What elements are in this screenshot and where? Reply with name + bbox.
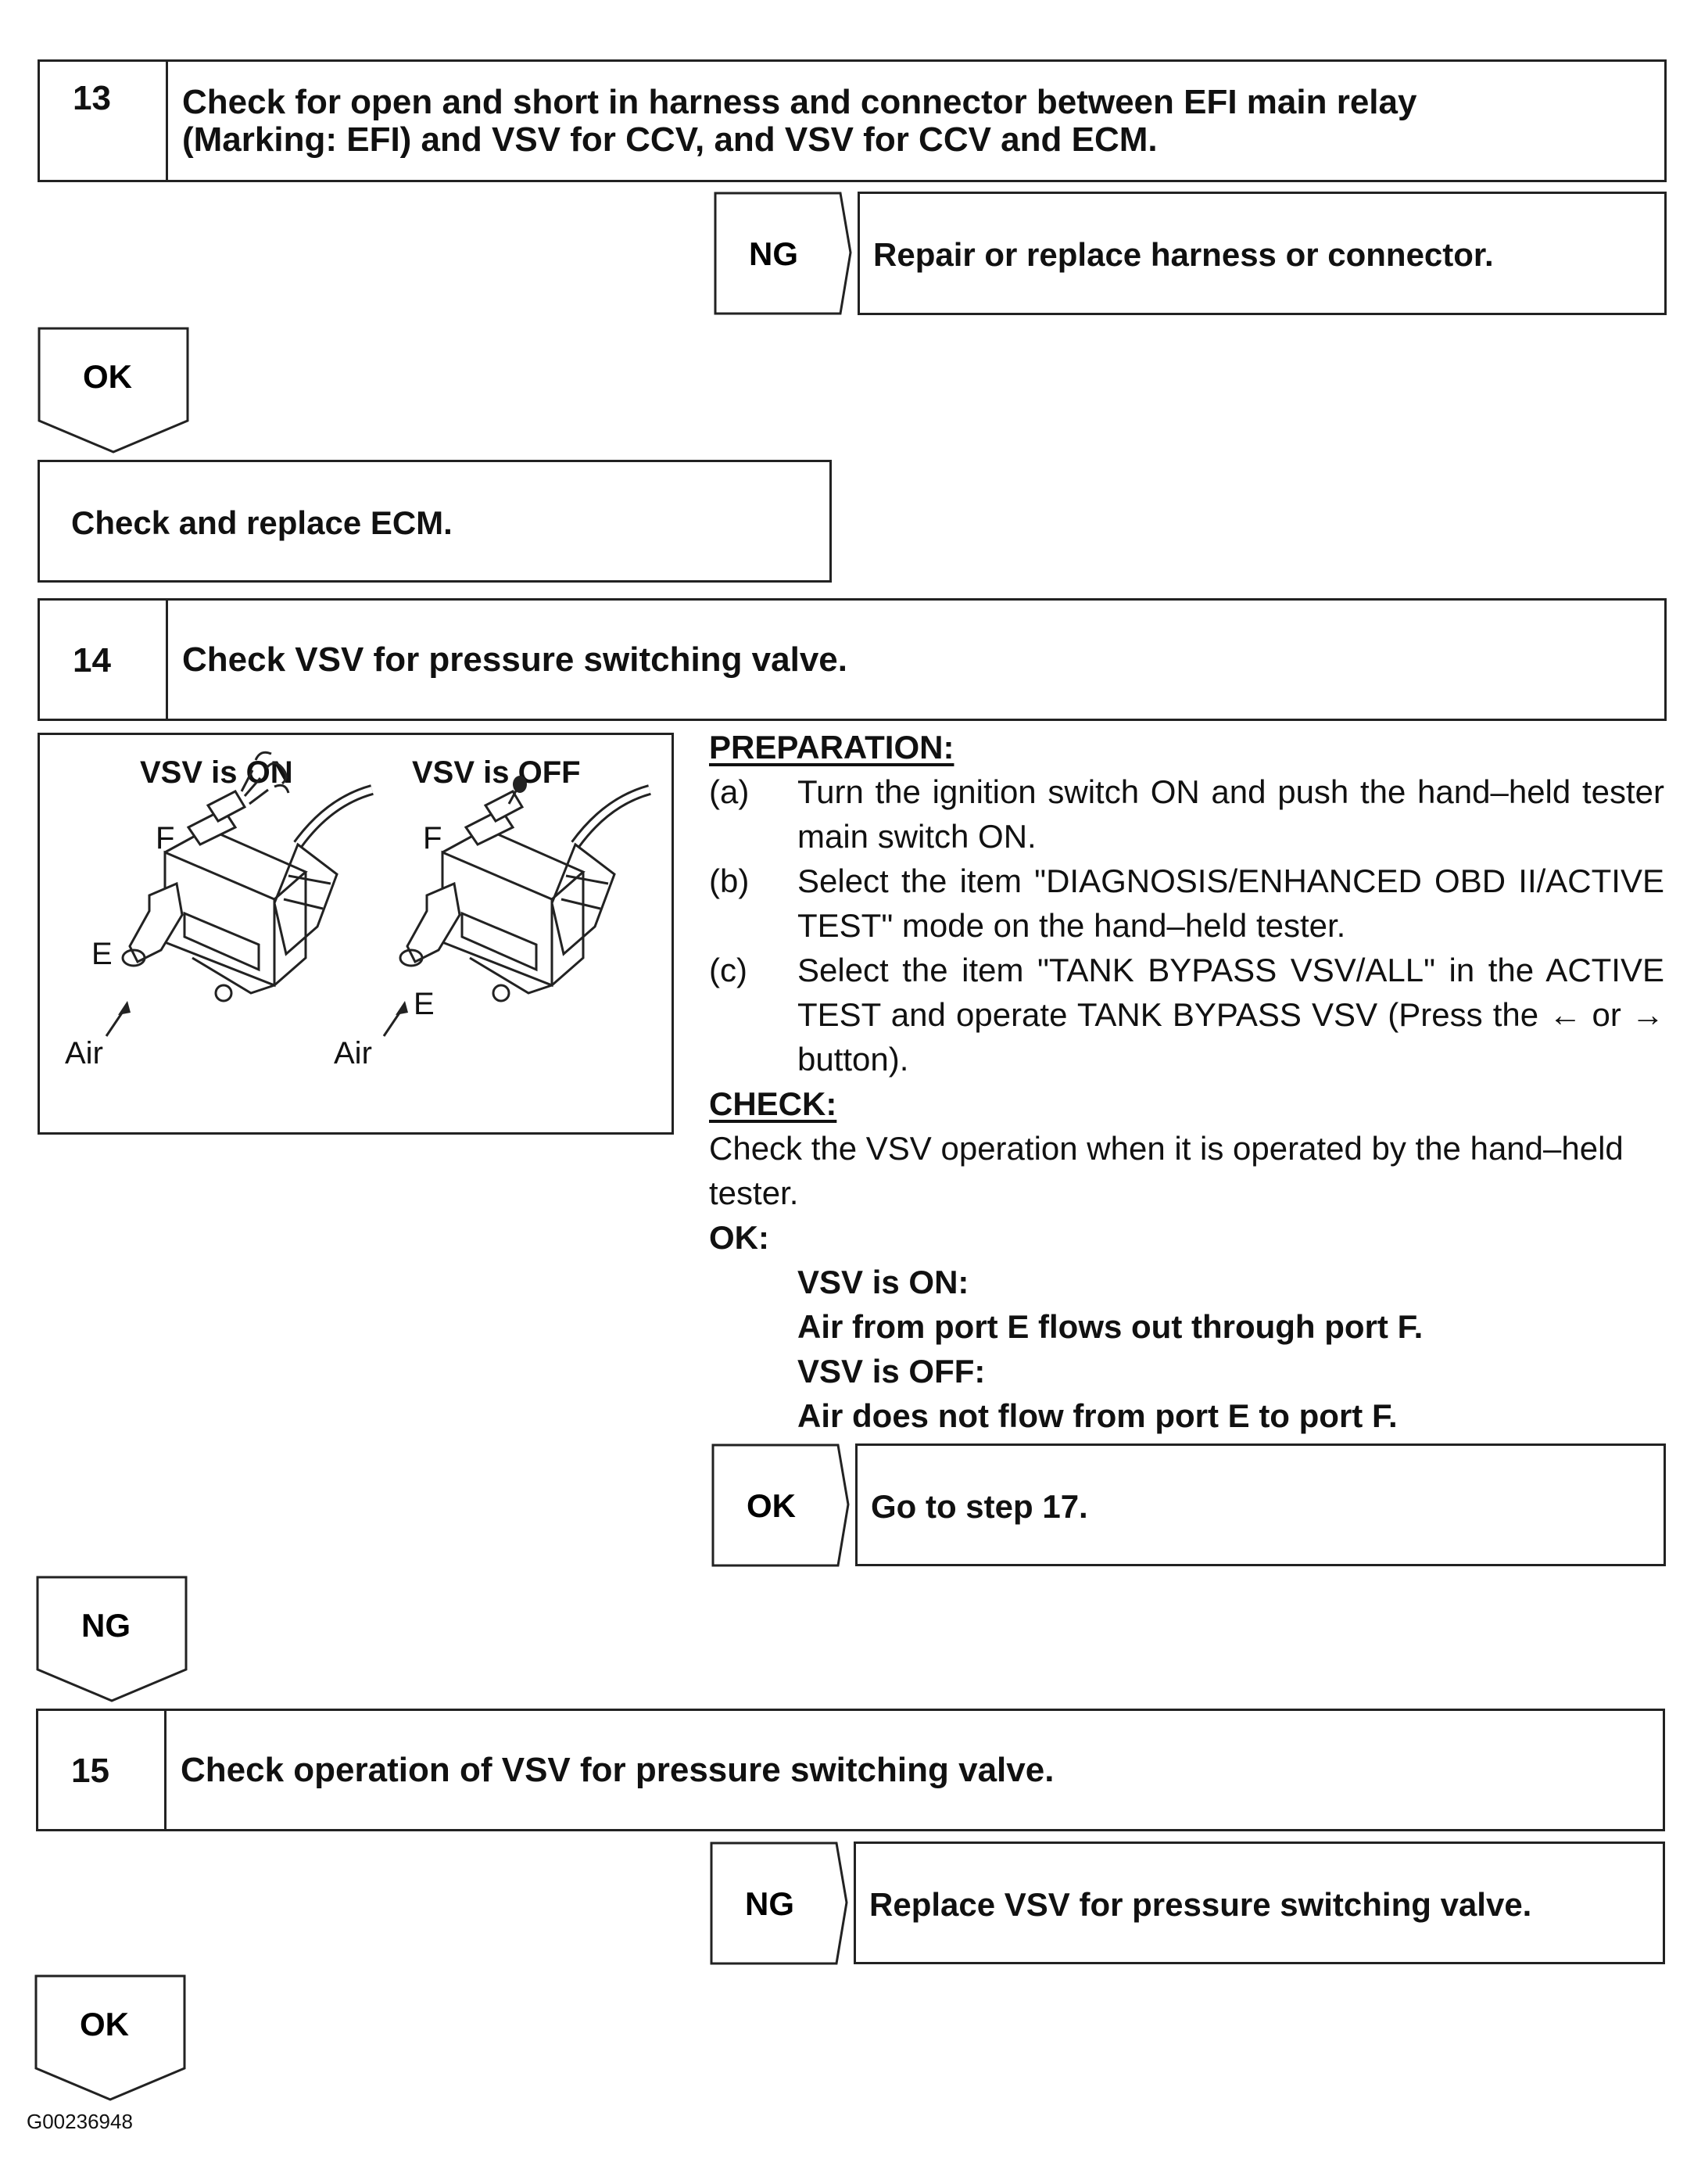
- ok-right-arrow: OK: [711, 1443, 850, 1567]
- air-label: Air: [65, 1036, 103, 1070]
- step-15-ng-result: Replace VSV for pressure switching valve…: [854, 1842, 1665, 1964]
- item-letter: (c): [709, 952, 747, 988]
- item-text: Select the item "TANK BYPASS VSV/ALL" in…: [797, 952, 1664, 1078]
- item-letter: (a): [709, 773, 750, 810]
- air-label: Air: [334, 1036, 372, 1070]
- ok-criteria: VSV is ON: Air from port E flows out thr…: [797, 1260, 1664, 1438]
- step-divider: [164, 1711, 167, 1829]
- step-divider: [166, 62, 168, 180]
- result-text: Replace VSV for pressure switching valve…: [869, 1886, 1532, 1923]
- port-f-label: F: [423, 821, 442, 855]
- step-14-header: 14 Check VSV for pressure switching valv…: [38, 598, 1667, 721]
- step-number: 14: [73, 641, 111, 680]
- item-text: Turn the ignition switch ON and push the…: [797, 773, 1664, 855]
- preparation-item: (c) Select the item "TANK BYPASS VSV/ALL…: [709, 948, 1664, 1081]
- ng-right-arrow: NG: [710, 1842, 848, 1965]
- step-15-header: 15 Check operation of VSV for pressure s…: [36, 1709, 1665, 1831]
- ok-label: OK: [747, 1487, 796, 1524]
- ok-criteria-line: Air from port E flows out through port F…: [797, 1308, 1424, 1345]
- step-number: 15: [71, 1752, 109, 1790]
- step-13-header: 13 Check for open and short in harness a…: [38, 59, 1667, 182]
- ng-label: NG: [745, 1885, 794, 1922]
- ok-heading: OK:: [709, 1219, 769, 1256]
- vsv-illustration: VSV is ON VSV is OFF: [38, 733, 674, 1135]
- ok-criteria-line: Air does not flow from port E to port F.: [797, 1397, 1398, 1434]
- check-heading: CHECK:: [709, 1085, 837, 1122]
- port-f-label: F: [156, 821, 175, 855]
- ng-right-arrow: NG: [714, 192, 852, 315]
- step-14-ok-result: Go to step 17.: [855, 1443, 1666, 1566]
- step-title: Check VSV for pressure switching valve.: [182, 640, 847, 679]
- result-text: Check and replace ECM.: [71, 504, 453, 541]
- port-e-label: E: [91, 937, 113, 971]
- step-number: 13: [73, 79, 111, 117]
- vsv-on-drawing: [105, 751, 651, 1037]
- ok-down-arrow: OK: [34, 1974, 186, 2101]
- item-text: Select the item "DIAGNOSIS/ENHANCED OBD …: [797, 862, 1664, 944]
- procedure-text: PREPARATION: (a) Turn the ignition switc…: [709, 725, 1664, 1438]
- ok-label: OK: [80, 2006, 129, 2042]
- step-13-ok-result: Check and replace ECM.: [38, 460, 832, 583]
- result-text: Repair or replace harness or connector.: [873, 236, 1494, 273]
- ng-down-arrow: NG: [36, 1576, 188, 1702]
- ng-label: NG: [81, 1607, 131, 1644]
- ok-label: OK: [83, 358, 132, 395]
- result-text: Go to step 17.: [871, 1488, 1088, 1525]
- ng-label: NG: [749, 235, 798, 272]
- vsv-off-label: VSV is OFF: [412, 755, 581, 790]
- step-title: Check operation of VSV for pressure swit…: [181, 1751, 1055, 1789]
- ok-criteria-line: VSV is ON:: [797, 1264, 969, 1300]
- check-text: Check the VSV operation when it is opera…: [709, 1130, 1624, 1211]
- preparation-item: (a) Turn the ignition switch ON and push…: [709, 769, 1664, 859]
- step-title-line: Check for open and short in harness and …: [182, 83, 1417, 121]
- ok-down-arrow: OK: [38, 327, 189, 454]
- step-divider: [166, 601, 168, 719]
- step-13-ng-result: Repair or replace harness or connector.: [858, 192, 1667, 315]
- vsv-on-label: VSV is ON: [140, 755, 293, 790]
- port-e-label: E: [414, 987, 435, 1021]
- step-title: Check for open and short in harness and …: [182, 84, 1416, 159]
- ok-criteria-line: VSV is OFF:: [797, 1353, 986, 1390]
- preparation-item: (b) Select the item "DIAGNOSIS/ENHANCED …: [709, 859, 1664, 948]
- step-title-line: (Marking: EFI) and VSV for CCV, and VSV …: [182, 120, 1158, 159]
- figure-code: G00236948: [27, 2110, 133, 2133]
- preparation-heading: PREPARATION:: [709, 729, 954, 766]
- item-letter: (b): [709, 862, 750, 899]
